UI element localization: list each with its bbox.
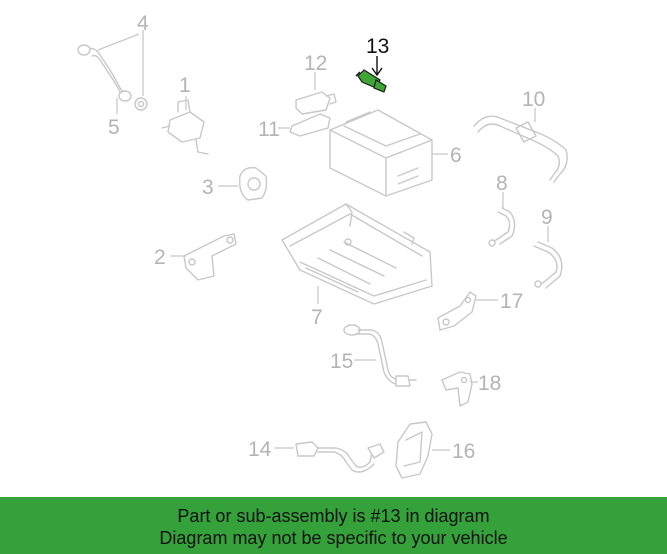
part-17-bracket <box>437 291 477 331</box>
part-1-valve <box>161 99 209 155</box>
part-12-connector <box>295 91 337 115</box>
callout-17: 17 <box>500 290 523 313</box>
callout-14: 14 <box>248 438 272 461</box>
part-16-bracket <box>395 421 433 479</box>
part-2-bracket <box>183 233 237 281</box>
callout-4: 4 <box>137 12 149 35</box>
part-8-hose <box>488 207 516 247</box>
callout-9: 9 <box>541 206 553 229</box>
parts-diagram-svg: 4 5 1 3 2 12 11 13 <box>77 12 568 479</box>
callout-2: 2 <box>154 246 166 269</box>
callout-15: 15 <box>330 350 353 373</box>
callout-11: 11 <box>258 118 280 141</box>
part-4-5-hose <box>77 44 148 111</box>
part-18-bracket <box>441 371 473 407</box>
callout-12: 12 <box>304 52 327 75</box>
callout-13: 13 <box>366 35 389 58</box>
callout-16: 16 <box>452 440 475 463</box>
banner-line-1: Part or sub-assembly is #13 in diagram <box>177 506 490 526</box>
callout-8: 8 <box>496 172 508 195</box>
banner-line-2: Diagram may not be specific to your vehi… <box>159 528 508 548</box>
callout-6: 6 <box>450 144 462 167</box>
part-7-tray <box>281 203 433 305</box>
callout-18: 18 <box>478 372 501 395</box>
callout-1: 1 <box>179 74 191 97</box>
callout-5: 5 <box>108 116 120 139</box>
part-9-hose <box>533 241 563 289</box>
part-6-canister <box>329 109 433 197</box>
part-14-sensor <box>295 441 385 473</box>
callout-7: 7 <box>311 306 323 329</box>
part-11-clip <box>289 113 331 137</box>
part-10-hose <box>473 115 568 183</box>
part-3-block <box>238 166 268 201</box>
part-15-sensor <box>343 324 417 387</box>
part-13-fitting <box>355 69 387 93</box>
parts-diagram: 4 5 1 3 2 12 11 13 <box>77 12 568 479</box>
callout-10: 10 <box>522 88 545 111</box>
callout-3: 3 <box>202 176 214 199</box>
info-banner: Part or sub-assembly is #13 in diagram D… <box>0 497 667 554</box>
